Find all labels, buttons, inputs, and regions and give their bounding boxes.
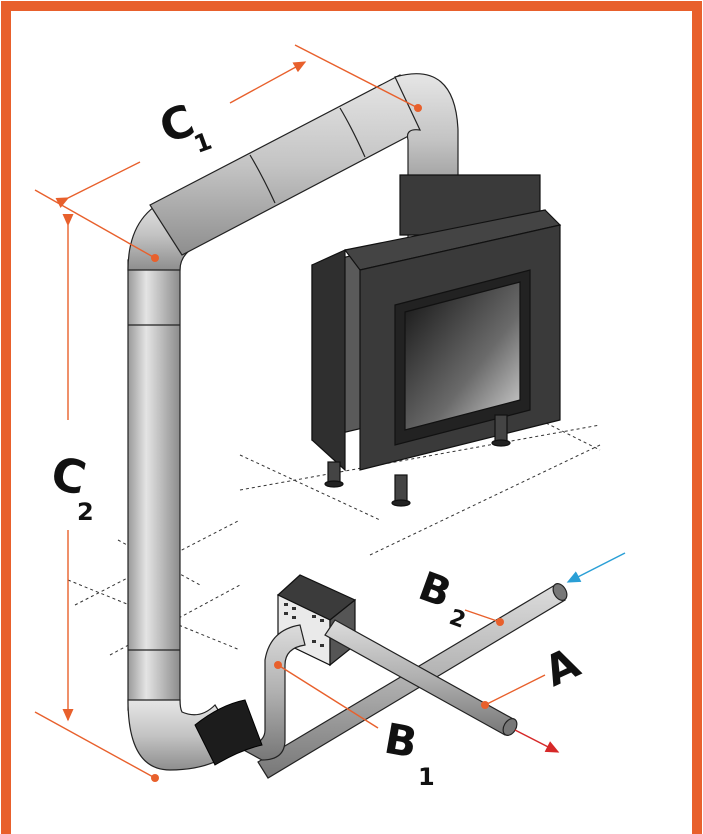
label-c2: C 2 [47,446,94,526]
svg-text:C: C [47,446,91,506]
svg-text:2: 2 [77,498,94,526]
dimension-dots [151,104,504,782]
inflow-arrow [566,552,626,583]
fireplace [311,174,562,507]
svg-text:1: 1 [190,127,215,159]
label-c1: C 1 [153,95,215,159]
outflow-arrow [514,729,560,753]
svg-text:B: B [413,563,457,617]
svg-text:2: 2 [446,605,469,634]
dimension-lines [34,44,546,779]
duct-collar [194,699,263,766]
svg-text:B: B [381,714,421,768]
label-b2: B 2 [413,563,469,633]
svg-text:A: A [537,638,588,696]
label-b1: B 1 [381,714,435,791]
svg-text:1: 1 [418,763,435,791]
pipe-a [324,619,518,736]
label-a: A [537,638,588,696]
